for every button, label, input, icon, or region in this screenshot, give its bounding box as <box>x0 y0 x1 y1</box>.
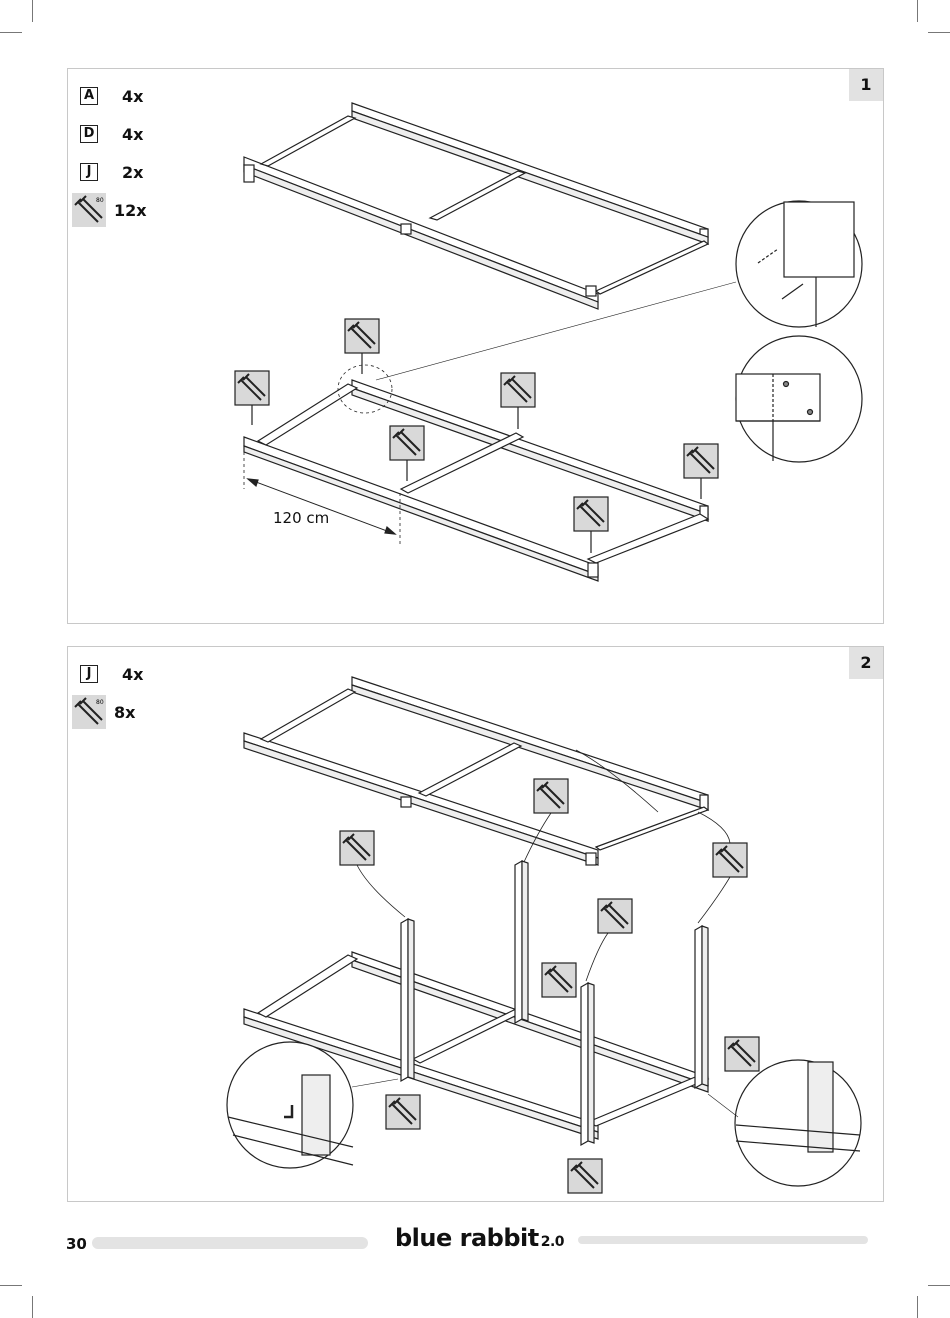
detail-circle-top <box>735 200 863 328</box>
crop-mark <box>32 1296 33 1318</box>
part-letter: J <box>80 665 98 683</box>
part-qty: 4x <box>122 664 144 684</box>
detail-circle-bottom <box>735 335 863 463</box>
step-2-panel: 2 J 4x 80 8x <box>67 646 884 1202</box>
detail-circle-right <box>734 1059 862 1187</box>
part-qty: 12x <box>114 200 147 220</box>
part-row: D 4x <box>72 115 147 153</box>
screw-icon: 80 <box>72 695 106 729</box>
upper-frame <box>243 102 710 310</box>
screw-icon: 80 <box>72 193 106 227</box>
crop-mark <box>0 1285 22 1286</box>
part-letter: J <box>80 163 98 181</box>
part-letter: D <box>80 125 98 143</box>
parts-list: A 4x D 4x J 2x 80 12x <box>72 77 147 229</box>
legs <box>400 859 709 1147</box>
parts-list: J 4x 80 8x <box>72 655 143 731</box>
footer-bar-right <box>578 1236 868 1244</box>
crop-mark <box>928 32 950 33</box>
part-row: 80 12x <box>72 191 147 229</box>
screw-callouts <box>339 749 760 1194</box>
svg-text:80: 80 <box>96 197 104 204</box>
part-qty: 2x <box>122 162 144 182</box>
part-row: J 2x <box>72 153 147 191</box>
screw-callouts <box>234 318 719 553</box>
step-number: 2 <box>849 647 883 679</box>
part-row: A 4x <box>72 77 147 115</box>
upper-frame <box>243 676 710 866</box>
footer-bar-left <box>92 1237 368 1249</box>
assembly-drawing-step-1 <box>234 102 863 582</box>
part-letter: A <box>80 87 98 105</box>
crop-mark <box>0 32 22 33</box>
dimension-label: 120 cm <box>273 509 330 527</box>
lower-frame <box>243 951 710 1140</box>
page-number: 30 <box>66 1235 87 1253</box>
brand-version: 2.0 <box>540 1234 565 1250</box>
crop-mark <box>32 0 33 22</box>
assembly-drawing-step-2 <box>226 676 862 1194</box>
crop-mark <box>928 1285 950 1286</box>
lower-frame <box>243 379 710 582</box>
crop-mark <box>917 1296 918 1318</box>
step-number: 1 <box>849 69 883 101</box>
svg-text:80: 80 <box>96 699 104 706</box>
part-qty: 4x <box>122 86 144 106</box>
step-1-panel: 1 A 4x D 4x J 2x 80 12x <box>67 68 884 624</box>
part-row: J 4x <box>72 655 143 693</box>
crop-mark <box>917 0 918 22</box>
detail-circle-left <box>226 1041 354 1169</box>
part-qty: 8x <box>114 702 136 722</box>
part-qty: 4x <box>122 124 144 144</box>
part-row: 80 8x <box>72 693 143 731</box>
brand-name: blue rabbit <box>395 1224 539 1252</box>
